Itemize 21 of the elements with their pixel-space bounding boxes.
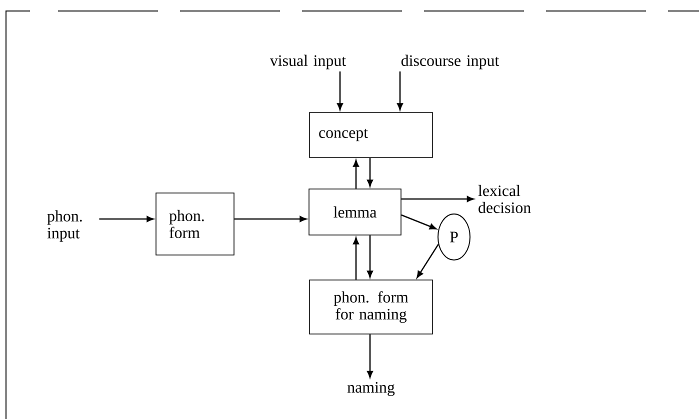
arrow <box>337 71 343 110</box>
arrow <box>367 235 373 278</box>
arrow <box>353 160 359 189</box>
process-box: concept <box>309 112 433 158</box>
arrow <box>234 216 307 222</box>
input-output-label: visual input <box>270 54 346 70</box>
arrow <box>353 237 359 280</box>
arrow <box>416 244 439 278</box>
arrow <box>367 158 373 187</box>
input-output-label: phon. input <box>47 210 82 242</box>
input-output-label: lexical decision <box>478 184 531 214</box>
arrow <box>397 71 403 110</box>
process-box: phon. form for naming <box>309 280 433 334</box>
input-output-label: discourse input <box>401 54 500 70</box>
process-box: lemma <box>308 188 402 236</box>
arrow <box>401 214 437 230</box>
process-box: phon. form <box>156 192 234 256</box>
arrow <box>99 216 154 222</box>
arrow <box>367 334 373 378</box>
arrow <box>401 196 474 202</box>
input-output-label: naming <box>347 382 395 396</box>
